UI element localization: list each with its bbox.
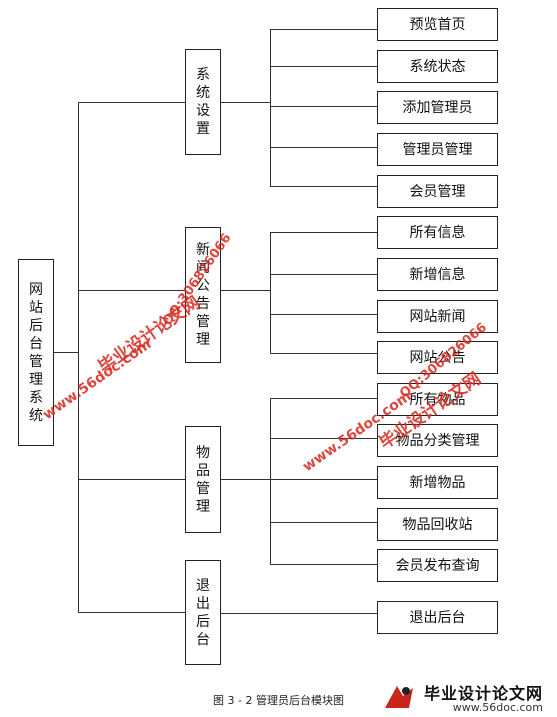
logo-title: 毕业设计论文网 xyxy=(423,684,543,703)
connector-line xyxy=(270,522,377,523)
leaf-node: 系统状态 xyxy=(377,50,498,83)
connector-line xyxy=(270,398,377,399)
group-node-label-char: 系 xyxy=(196,67,210,83)
connector-line xyxy=(78,102,79,613)
group-node-label-char: 台 xyxy=(196,631,210,648)
group-node-label-char: 品 xyxy=(196,462,210,479)
connector-line xyxy=(270,353,377,354)
leaf-node: 物品回收站 xyxy=(377,508,498,541)
group-node-label-char: 管 xyxy=(196,314,210,330)
group-node-news-announcements: 新闻公告管理 xyxy=(185,227,221,363)
group-node-label-char: 退 xyxy=(196,577,210,594)
root-node-label-char: 网 xyxy=(29,281,43,298)
leaf-node: 新增物品 xyxy=(377,466,498,499)
group-node-goods-management: 物品管理 xyxy=(185,426,221,533)
logo-url: www.56doc.com xyxy=(452,701,543,714)
connector-line xyxy=(221,290,270,291)
connector-line xyxy=(270,232,271,354)
connector-line xyxy=(54,352,78,353)
connector-line xyxy=(270,147,377,148)
connector-line xyxy=(270,186,377,187)
group-node-system-settings: 系统设置 xyxy=(185,49,221,155)
watermark-site-url: www.56doc.com xyxy=(40,336,155,424)
leaf-node: 网站公告 xyxy=(377,341,498,374)
group-node-label-char: 理 xyxy=(196,332,210,348)
group-node-label-char: 出 xyxy=(196,595,210,612)
group-node-logout: 退出后台 xyxy=(185,560,221,665)
connector-line xyxy=(78,102,185,103)
connector-line xyxy=(270,106,377,107)
connector-line xyxy=(270,479,377,480)
connector-line xyxy=(270,314,377,315)
root-node-label-char: 系 xyxy=(29,389,43,406)
group-node-label-char: 管 xyxy=(196,480,210,497)
leaf-node: 管理员管理 xyxy=(377,133,498,166)
leaf-node: 添加管理员 xyxy=(377,91,498,124)
root-node-label-char: 管 xyxy=(29,353,43,370)
group-node-label-char: 设 xyxy=(196,103,210,119)
group-node-label-char: 置 xyxy=(196,121,210,137)
leaf-node: 新增信息 xyxy=(377,258,498,291)
leaf-node: 会员管理 xyxy=(377,175,498,208)
leaf-node: 物品分类管理 xyxy=(377,424,498,457)
connector-line xyxy=(270,66,377,67)
connector-line xyxy=(270,274,377,275)
site-logo: 毕业设计论文网 www.56doc.com xyxy=(383,680,551,714)
connector-line xyxy=(221,613,377,614)
connector-line xyxy=(78,479,185,480)
root-node-label-char: 理 xyxy=(29,371,43,388)
leaf-node: 网站新闻 xyxy=(377,300,498,333)
root-node-label-char: 后 xyxy=(29,317,43,334)
root-node: 网站后台管理系统 xyxy=(18,259,54,446)
connector-line xyxy=(270,29,377,30)
leaf-node: 所有物品 xyxy=(377,383,498,416)
connector-line xyxy=(270,232,377,233)
group-node-label-char: 后 xyxy=(196,613,210,630)
root-node-label-char: 统 xyxy=(29,407,43,424)
group-node-label-char: 物 xyxy=(196,444,210,461)
root-node-label-char: 站 xyxy=(29,299,43,316)
connector-line xyxy=(78,290,185,291)
connector-line xyxy=(270,564,377,565)
leaf-node: 预览首页 xyxy=(377,8,498,41)
group-node-label-char: 闻 xyxy=(196,260,210,276)
logo-emblem-icon xyxy=(385,686,413,708)
group-node-label-char: 新 xyxy=(196,242,210,258)
root-node-label-char: 台 xyxy=(29,335,43,352)
leaf-node: 所有信息 xyxy=(377,216,498,249)
connector-line xyxy=(221,102,270,103)
group-node-label-char: 理 xyxy=(196,498,210,515)
connector-line xyxy=(270,438,377,439)
group-node-label-char: 公 xyxy=(196,278,210,294)
leaf-node: 退出后台 xyxy=(377,601,498,634)
connector-line xyxy=(270,29,271,187)
connector-line xyxy=(221,479,270,480)
connector-line xyxy=(270,398,271,565)
group-node-label-char: 统 xyxy=(196,85,210,101)
figure-caption: 图 3 - 2 管理员后台模块图 xyxy=(213,694,344,707)
group-node-label-char: 告 xyxy=(196,296,210,312)
leaf-node: 会员发布查询 xyxy=(377,549,498,582)
connector-line xyxy=(78,612,185,613)
